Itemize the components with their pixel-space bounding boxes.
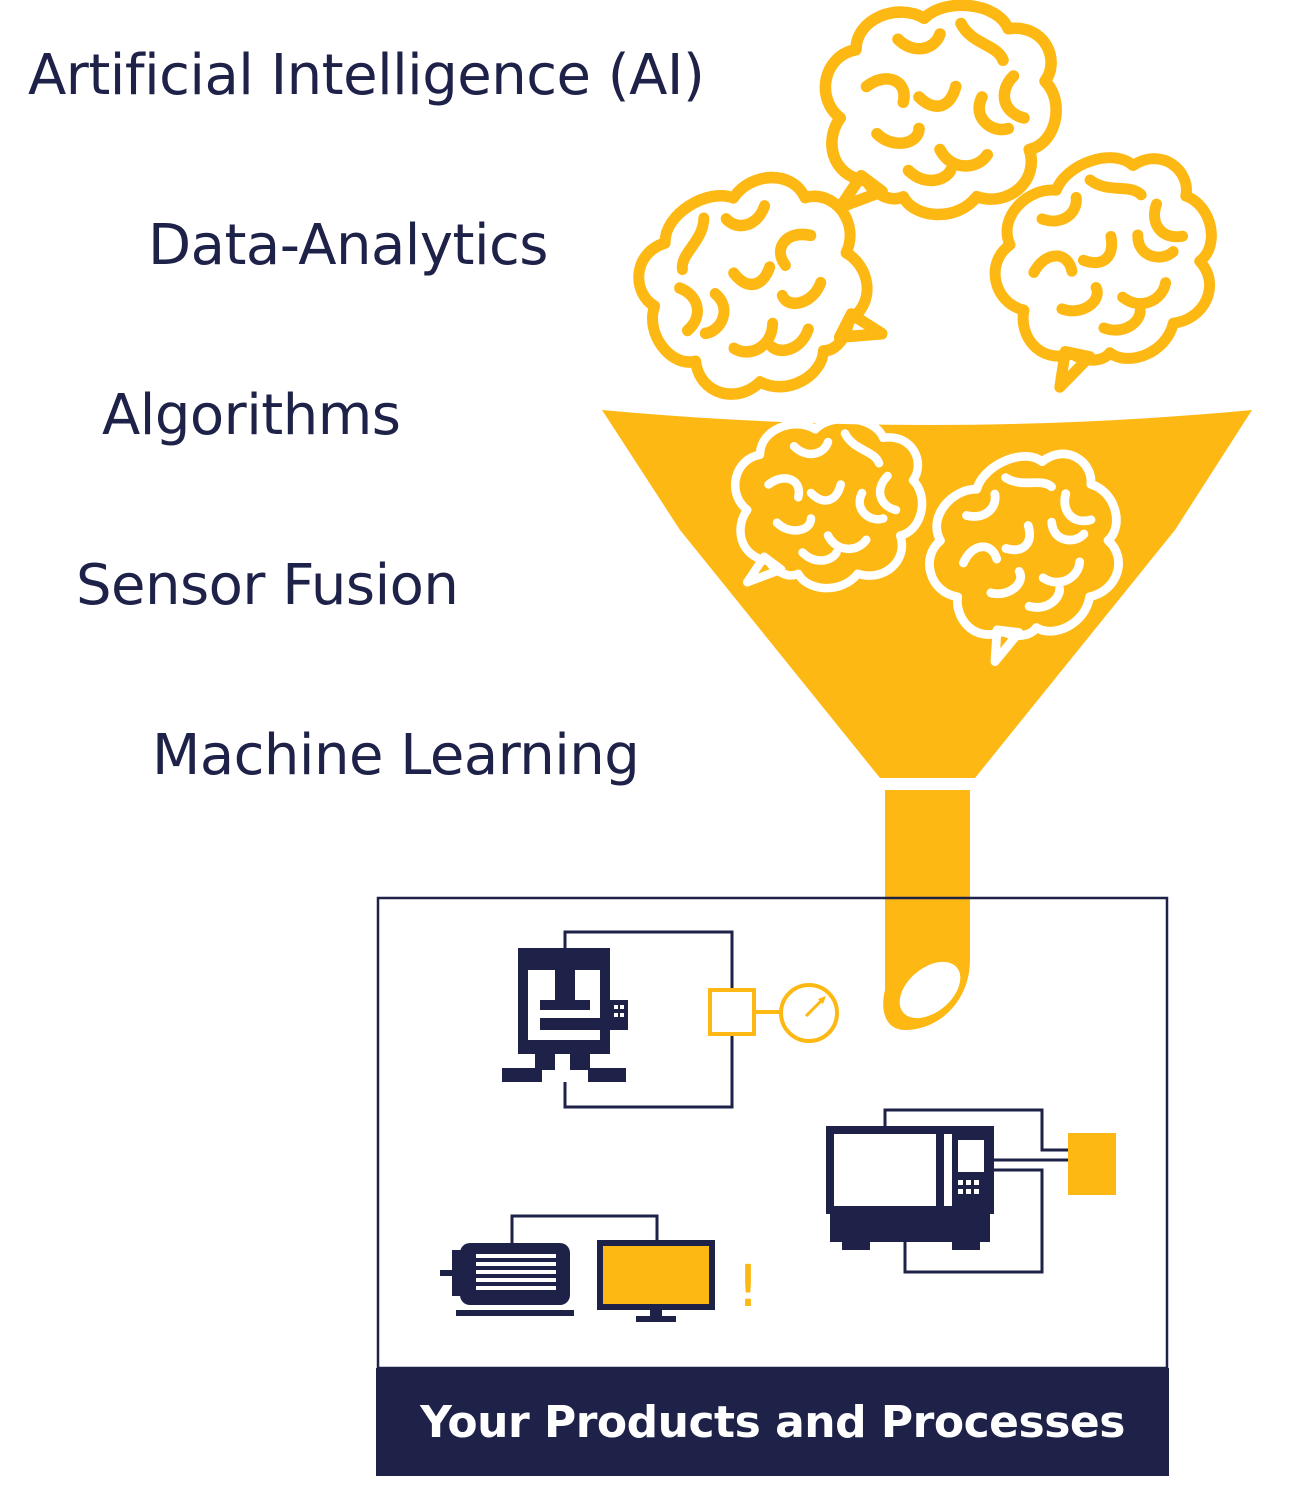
brain-icon [966,126,1249,399]
monitor-icon [597,1240,715,1322]
gauge-icon [779,983,839,1043]
cnc-machine-icon [826,1126,994,1250]
products-processes-banner: Your Products and Processes [376,1368,1169,1476]
term-sensor-fusion: Sensor Fusion [76,553,459,618]
press-machine-icon [502,948,628,1082]
motor-icon [440,1243,574,1316]
term-machine-learning: Machine Learning [152,723,640,788]
term-artificial-intelligence: Artificial Intelligence (AI) [28,43,705,108]
sensor-icon [1068,1133,1116,1195]
motor-wiring [510,1214,659,1243]
sensor-icon [708,988,756,1036]
funnel-icon [602,410,1252,1030]
term-algorithms: Algorithms [102,383,401,448]
term-data-analytics: Data-Analytics [148,213,548,278]
cnc-wiring [883,1108,1068,1274]
press-wiring [563,930,734,1109]
warning-icon: ! [736,1252,759,1320]
products-processes-label: Your Products and Processes [420,1396,1125,1448]
brain-icon [825,5,1056,214]
